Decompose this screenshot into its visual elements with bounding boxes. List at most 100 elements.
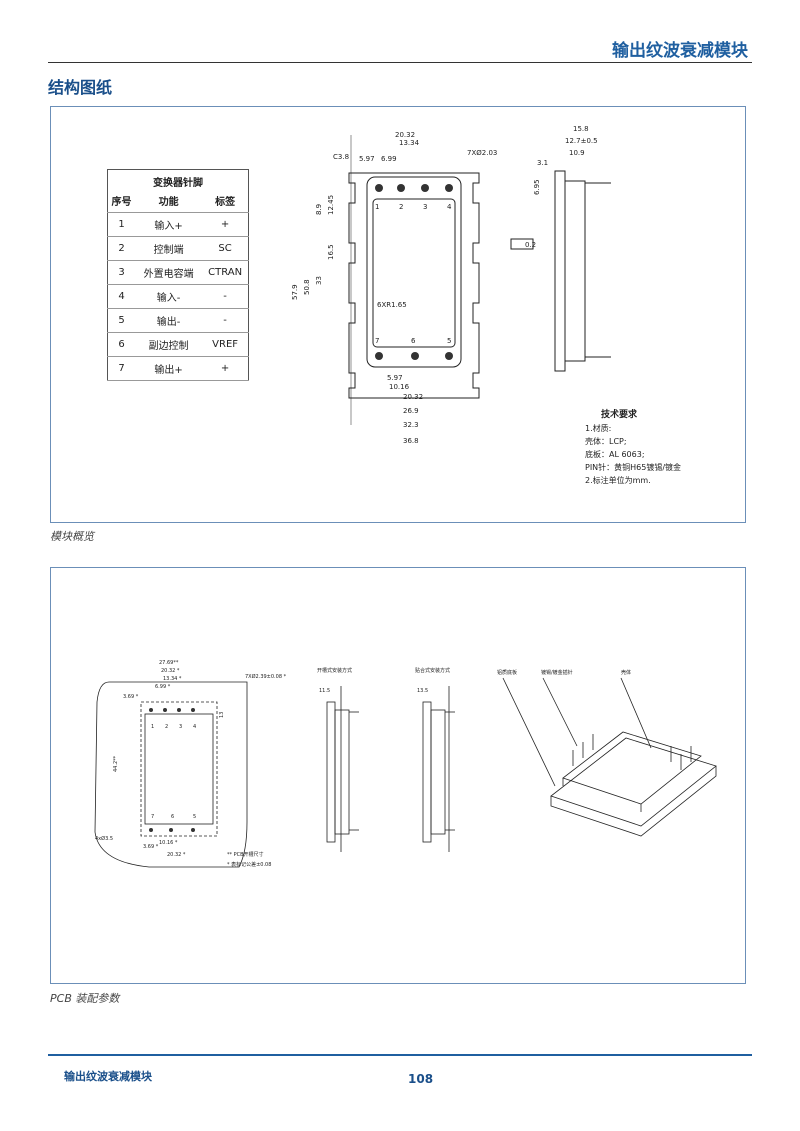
cell: SC (202, 236, 249, 261)
cell: 4 (107, 284, 136, 309)
pin-label: 1 (375, 203, 379, 211)
dim-label: 3.69 * (123, 694, 139, 700)
dim-label: 57.9 (291, 284, 299, 300)
slot-mount-view: 开槽式安装方式 11.5 (317, 667, 359, 852)
dim-label: 13.5 (417, 688, 428, 694)
cell: 输出+ (135, 356, 203, 381)
caption-overview: 模块概览 (50, 530, 94, 543)
module-top-view: 20.32 13.34 C3.8 5.97 6.99 7XØ2.03 1 2 3… (291, 131, 497, 445)
caption-pcb: PCB 装配参数 (50, 992, 120, 1005)
cell: 6 (107, 332, 136, 357)
cell: 3 (107, 260, 136, 285)
pin-label: 7 (375, 337, 379, 345)
dim-label: 11.5 (319, 688, 330, 694)
iso-label: 壳体 (621, 669, 631, 676)
footer-rule (48, 1054, 752, 1056)
dim-label: 33 (315, 276, 323, 285)
pin-label: 6 (171, 814, 174, 820)
header-rule (48, 62, 752, 63)
dim-label: C3.8 (333, 153, 349, 161)
dim-label: 15.8 (573, 125, 589, 133)
dim-label: 12.45 (327, 195, 335, 215)
pin-table-header: 序号 (107, 189, 136, 213)
cell: 输入- (135, 284, 203, 309)
cell: 输入+ (135, 212, 203, 237)
dim-label: 36.8 (403, 437, 419, 445)
iso-label: 镀锡/镀金插针 (541, 669, 573, 676)
pin-label: 3 (179, 724, 182, 730)
cell: + (202, 356, 249, 381)
dim-label: 5.97 (359, 155, 375, 163)
iso-label: 铝质底板 (497, 669, 517, 676)
pin-table-header: 功能 (135, 189, 203, 213)
dim-label: 20.32 * (161, 668, 180, 674)
tech-line: 底板：AL 6063; (585, 450, 645, 459)
pcb-footprint-drawing: 27.69** 20.32 * 13.34 * 6.99 * 3.69 * 7X… (94, 660, 287, 868)
pin-label: 5 (193, 814, 196, 820)
dim-label: 20.32 (403, 393, 423, 401)
cell: CTRAN (202, 260, 249, 285)
pin-label: 3 (423, 203, 427, 211)
cell: 控制端 (135, 236, 203, 261)
radius-label: 6XR1.65 (377, 301, 407, 309)
cell: - (202, 308, 249, 333)
pin-label: 4 (193, 724, 196, 730)
cell: 7 (107, 356, 136, 381)
tech-line: 壳体：LCP; (585, 437, 627, 446)
cell: 外置电容端 (135, 260, 203, 285)
dim-label: 10.9 (569, 149, 585, 157)
pin-label: 5 (447, 337, 451, 345)
dim-label: 26.9 (403, 407, 419, 415)
dim-label: 13 (219, 712, 225, 718)
note: ** PCB开槽尺寸 (227, 851, 264, 858)
section-title: 结构图纸 (48, 78, 113, 97)
footer-title: 输出纹波衰减模块 (64, 1070, 152, 1083)
cell: 5 (107, 308, 136, 333)
dim-label: 6.95 (533, 179, 541, 195)
dim-label: 8.9 (315, 204, 323, 215)
pin-label: 6 (411, 337, 416, 345)
dim-label: 44.2** (113, 755, 119, 772)
cell: VREF (202, 332, 249, 357)
view-title: 开槽式安装方式 (317, 667, 352, 674)
cell: + (202, 212, 249, 237)
dim-label: 32.3 (403, 421, 419, 429)
cell: 1 (107, 212, 136, 237)
technical-requirements: 技术要求 1.材质: 壳体：LCP; 底板：AL 6063; PIN针：黄铜H6… (585, 409, 681, 487)
dim-label: 7XØ2.39±0.08 * (245, 673, 287, 680)
tech-line: 1.材质: (585, 424, 612, 433)
pin-label: 4 (447, 203, 452, 211)
pin-label: 2 (399, 203, 403, 211)
pin-table-caption: 变换器针脚 (153, 178, 203, 189)
dim-label: 13.34 (399, 139, 420, 147)
note: * 表标记公差±0.08 (227, 861, 271, 868)
dim-label: 13.34 * (163, 676, 182, 682)
header-title: 输出纹波衰减模块 (612, 41, 748, 61)
pcb-assembly-panel: 27.69** 20.32 * 13.34 * 6.99 * 3.69 * 7X… (50, 567, 746, 984)
dim-label: 27.69** (159, 660, 179, 666)
dim-label: 7XØ2.03 (467, 149, 497, 157)
tech-title: 技术要求 (601, 410, 638, 420)
pin-table-header: 标签 (202, 189, 249, 213)
dim-label: 6.99 * (155, 684, 171, 690)
pin-label: 1 (151, 724, 154, 730)
cell: 输出- (135, 308, 203, 333)
dim-label: 4xØ3.5 (95, 835, 113, 842)
dim-label: 10.16 (389, 383, 410, 391)
dim-label: 50.8 (303, 279, 311, 295)
dim-label: 3.1 (537, 159, 548, 167)
flush-mount-view: 贴合式安装方式 13.5 (415, 667, 455, 852)
dim-label: 3.69 * (143, 844, 159, 850)
cell: 2 (107, 236, 136, 261)
view-title: 贴合式安装方式 (415, 667, 450, 674)
tech-line: PIN针：黄铜H65镀锡/镀金 (585, 463, 682, 472)
dim-label: 10.16 * (159, 840, 178, 846)
dim-label: 6.99 (381, 155, 397, 163)
